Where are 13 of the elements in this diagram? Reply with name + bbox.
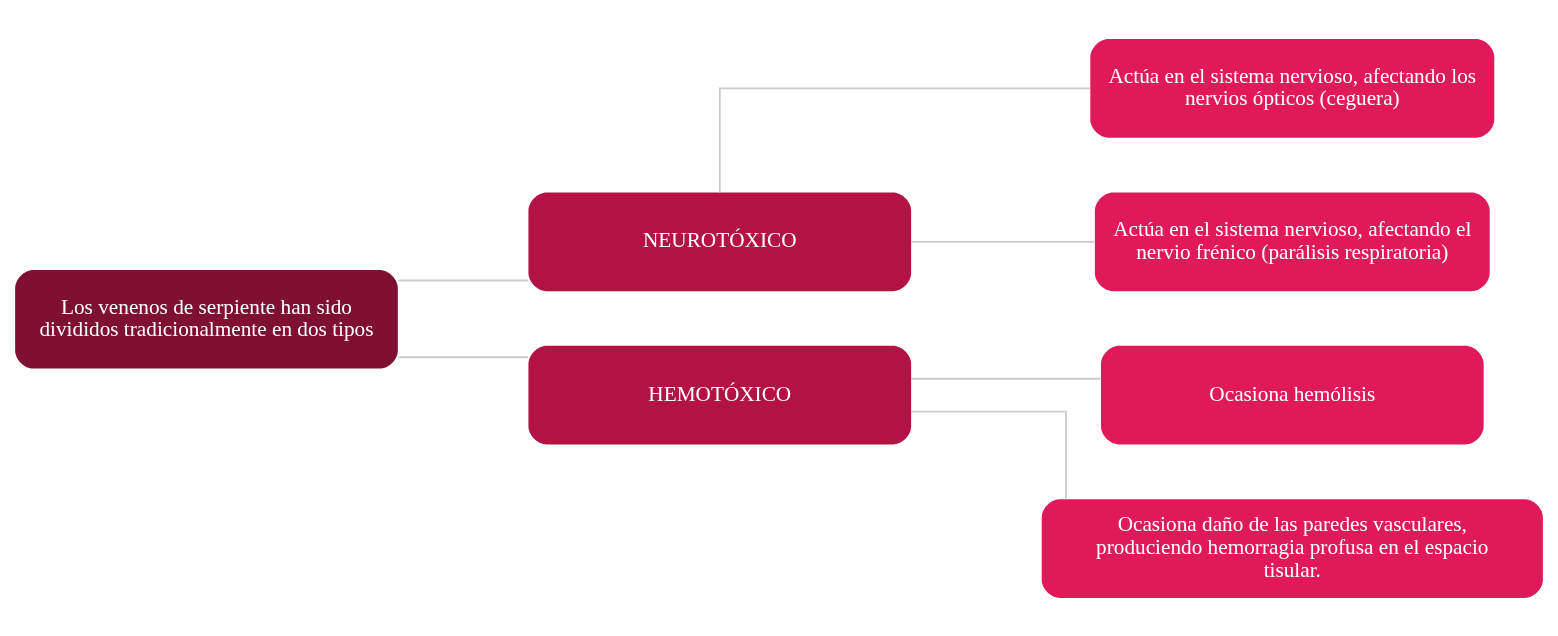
node-box: Los venenos de serpiente han sido divididos tradicionalmente en dos tipos xyxy=(15,269,398,369)
node-box: Actúa en el sistema nervioso, afectando el nervio frénico (parálisis respiratoria) xyxy=(1094,191,1490,291)
connector xyxy=(910,377,1102,380)
connector xyxy=(910,240,1096,243)
connector xyxy=(910,410,1067,500)
connector xyxy=(718,87,1091,193)
connector xyxy=(397,279,530,281)
node-box: Ocasiona daño de las paredes vasculares, produciendo hemorragia profusa en el espacio tisular. xyxy=(1041,498,1543,598)
connector xyxy=(397,355,530,358)
node-box: HEMOTÓXICO xyxy=(528,345,912,445)
node-box: Actúa en el sistema nervioso, afectando los nervios ópticos (ceguera) xyxy=(1090,38,1495,138)
node-box: Ocasiona hemólisis xyxy=(1100,345,1484,445)
node-box: NEUROTÓXICO xyxy=(528,191,912,291)
